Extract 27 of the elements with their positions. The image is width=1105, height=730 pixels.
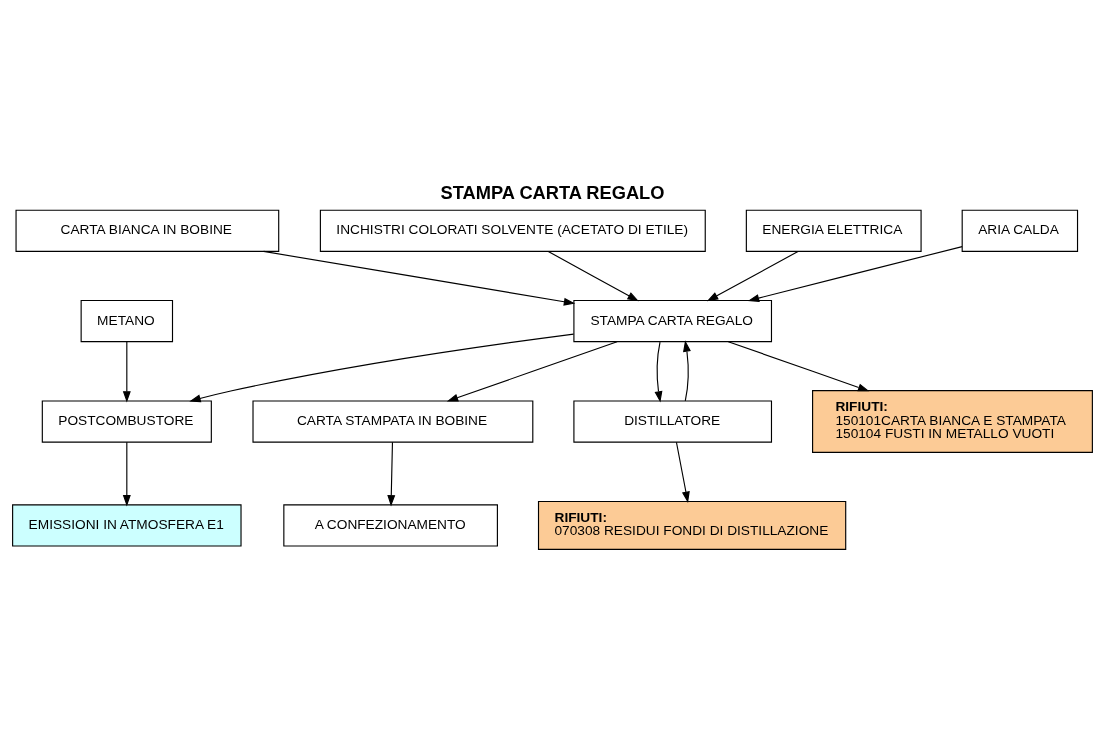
arrow [654, 341, 663, 403]
arrow [122, 441, 131, 507]
node-box: CARTA BIANCA IN BOBINE [15, 209, 280, 252]
node-box: INCHISTRI COLORATI SOLVENTE (ACETATO DI ETILE) [319, 209, 706, 252]
arrow [675, 441, 690, 503]
node-box: POSTCOMBUSTORE [41, 400, 212, 443]
arrow [387, 441, 396, 507]
node-box: EMISSIONI IN ATMOSFERA E1 [12, 504, 242, 547]
arrow [263, 250, 576, 306]
node-box: METANO [80, 299, 174, 343]
node-box: A CONFEZIONAMENTO [283, 504, 498, 547]
node-box: CARTA STAMPATA IN BOBINE [252, 400, 534, 443]
arrow [446, 341, 618, 402]
node-box: STAMPA CARTA REGALO [573, 299, 773, 343]
node-box: RIFIUTI: 070308 RESIDUI FONDI DI DISTILLAZIONE [537, 500, 847, 550]
arrow [547, 250, 639, 302]
arrow [706, 250, 799, 302]
diagram-title: STAMPA CARTA REGALO [440, 181, 665, 203]
node-box: ENERGIA ELETTRICA [745, 209, 922, 252]
arrow [747, 246, 963, 302]
arrow [122, 341, 131, 403]
node-box: DISTILLATORE [573, 400, 773, 443]
node-box: ARIA CALDA [961, 209, 1079, 252]
arrow [189, 333, 575, 403]
arrow [727, 341, 870, 392]
arrow [683, 340, 691, 402]
node-box: RIFIUTI: 150101CARTA BIANCA E STAMPATA 150104 FUSTI IN METALLO VUOTI [812, 390, 1093, 453]
